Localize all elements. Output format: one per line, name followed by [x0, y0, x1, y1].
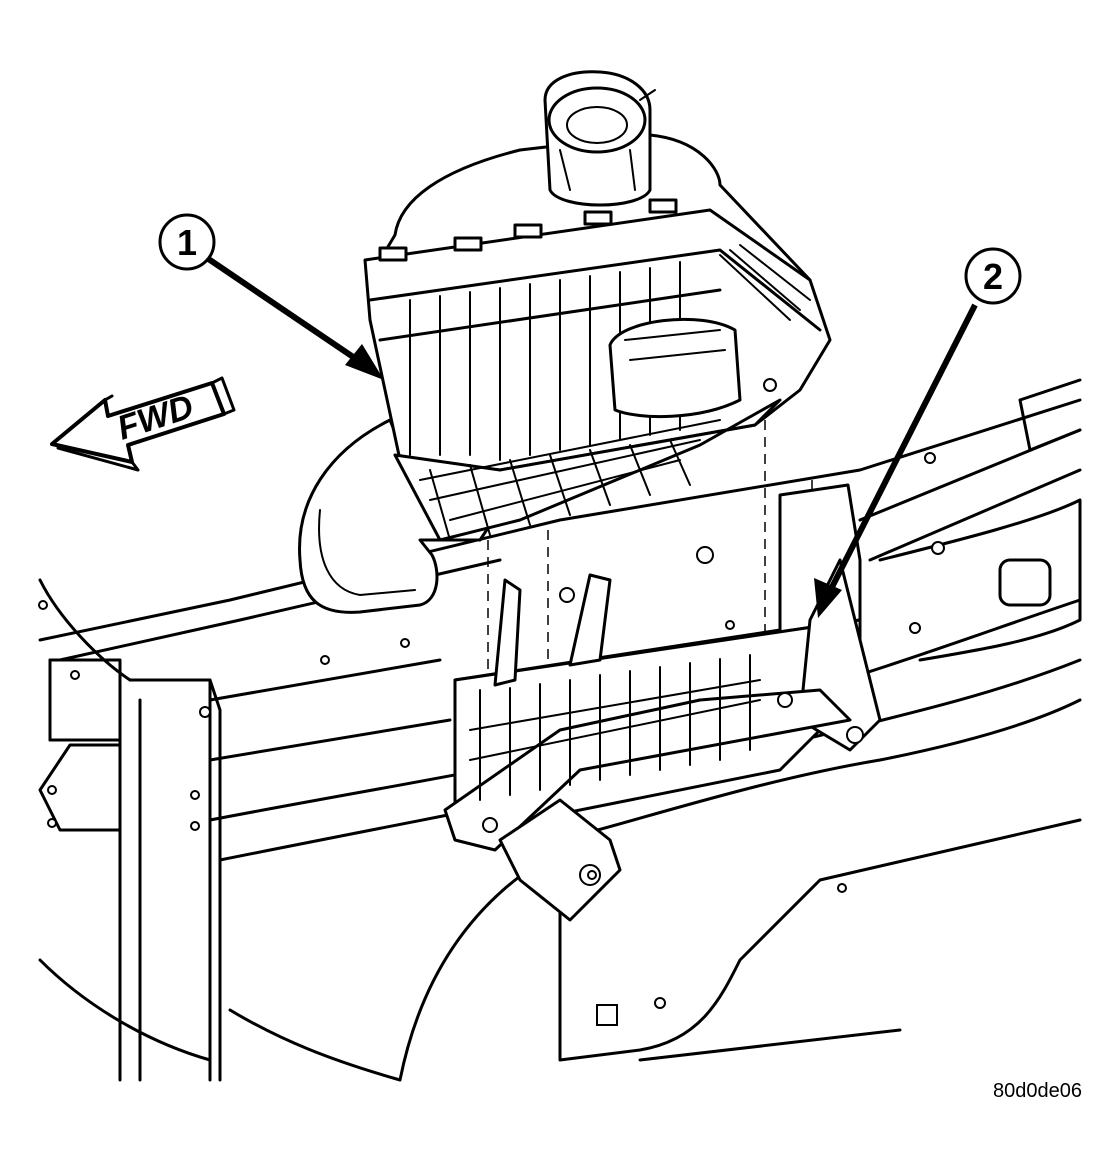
- fwd-direction-arrow: FWD: [50, 376, 236, 472]
- callout-2-number: 2: [983, 256, 1003, 297]
- air-cleaner-housing: [298, 70, 832, 614]
- callout-1-leader: [205, 255, 367, 368]
- callout-2-circle: [964, 247, 1022, 305]
- vehicle-body-structure: [38, 378, 1082, 1082]
- callout-2: 2: [814, 247, 1022, 618]
- callout-2-leader: [825, 303, 978, 597]
- callout-2-arrowhead: [814, 578, 842, 618]
- callout-1-arrowhead: [345, 344, 384, 380]
- callout-1-circle: [158, 213, 216, 271]
- air-cleaner-bracket: [443, 483, 882, 922]
- callout-1: 1: [158, 213, 384, 380]
- fwd-arrow-shape: [50, 381, 226, 464]
- callout-1-number: 1: [177, 222, 197, 263]
- fwd-label: FWD: [113, 388, 198, 448]
- figure-id: 80d0de06: [993, 1080, 1082, 1102]
